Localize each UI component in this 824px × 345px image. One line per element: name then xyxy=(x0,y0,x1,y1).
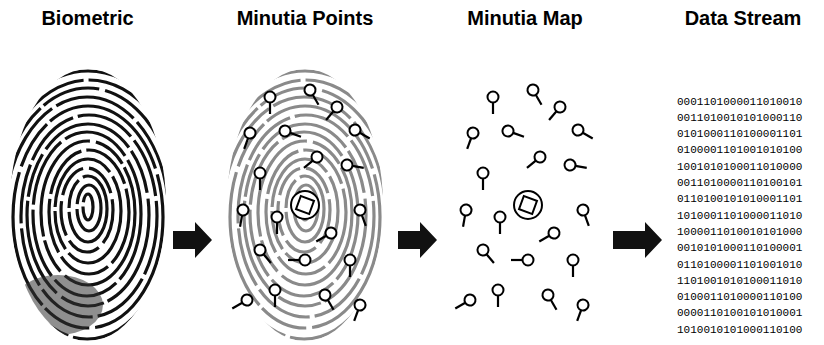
flow-arrow xyxy=(613,222,662,258)
panel: Minutia Points xyxy=(215,4,395,340)
flow-arrow xyxy=(173,222,212,258)
binary-stream: 0001101000011010010 0011010010101000110 … xyxy=(677,94,809,338)
panel-heading: Minutia Map xyxy=(440,4,610,32)
panel-heading: Biometric xyxy=(5,4,170,32)
fingerprint-with-minutiae xyxy=(167,26,443,345)
panel: Data Stream 0001101000011010010 001101001… xyxy=(665,4,821,340)
minutia-map xyxy=(453,82,596,322)
panel-heading: Minutia Points xyxy=(215,4,395,32)
flow-arrow xyxy=(398,222,437,258)
panel: Biometric xyxy=(5,4,170,340)
panel-heading: Data Stream xyxy=(665,4,821,32)
panel: Minutia Map xyxy=(440,4,610,340)
fingerprint xyxy=(0,26,226,345)
